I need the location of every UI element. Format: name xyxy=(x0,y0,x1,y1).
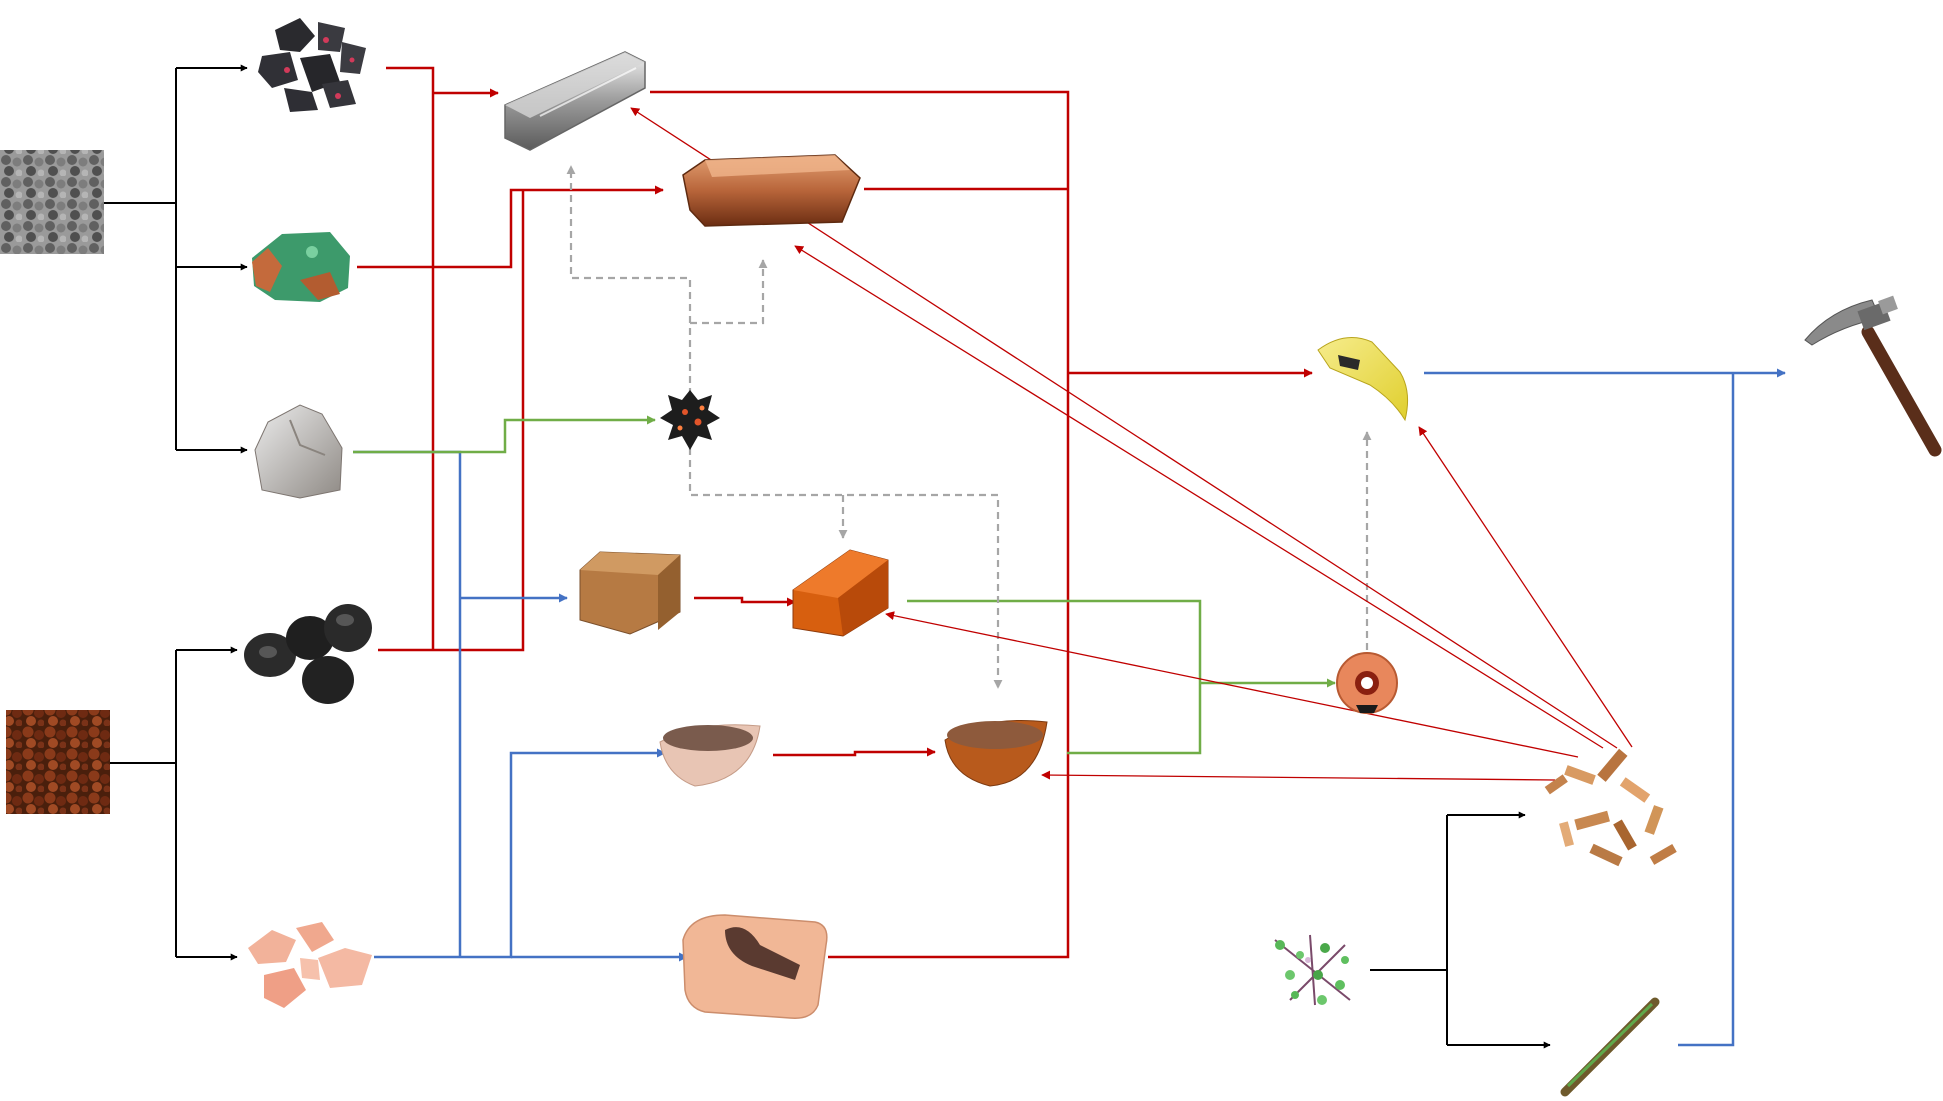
edge-dirt-to-coal-clay xyxy=(110,646,238,961)
firewood-pile-icon xyxy=(1544,748,1677,867)
dirt-block-icon xyxy=(6,710,110,814)
edge-stone-to-ores xyxy=(104,64,248,454)
yellow-pickaxe-head-icon xyxy=(1317,337,1409,422)
pickaxe-icon xyxy=(1804,295,1942,457)
fired-brick-icon xyxy=(792,549,889,637)
edge-smelting xyxy=(357,66,1313,959)
leafy-plant-icon xyxy=(1274,934,1351,1006)
edge-shaping xyxy=(353,368,1786,1047)
wooden-stick-icon xyxy=(1560,997,1660,1097)
silver-ingot-icon xyxy=(504,51,646,151)
gravel-block-icon xyxy=(0,150,104,254)
raw-clay-bowl-icon xyxy=(659,724,761,787)
fired-clay-bowl-icon xyxy=(944,720,1048,787)
clay-furnace-icon xyxy=(1336,652,1398,714)
coal-lumps-icon xyxy=(244,604,372,704)
green-copper-ore-icon xyxy=(252,232,350,302)
edge-fiber-to-wood-stick xyxy=(1370,811,1551,1049)
raw-brick-icon xyxy=(579,551,681,635)
clay-pieces-icon xyxy=(248,922,372,1008)
copper-ingot-icon xyxy=(682,154,861,227)
dark-ore-chunks-icon xyxy=(258,18,366,112)
clay-mold-icon xyxy=(682,914,828,1019)
gray-rock-icon xyxy=(254,404,343,499)
burning-ember-icon xyxy=(660,390,720,450)
connectors xyxy=(104,64,1786,1049)
edge-heat xyxy=(566,165,1372,689)
